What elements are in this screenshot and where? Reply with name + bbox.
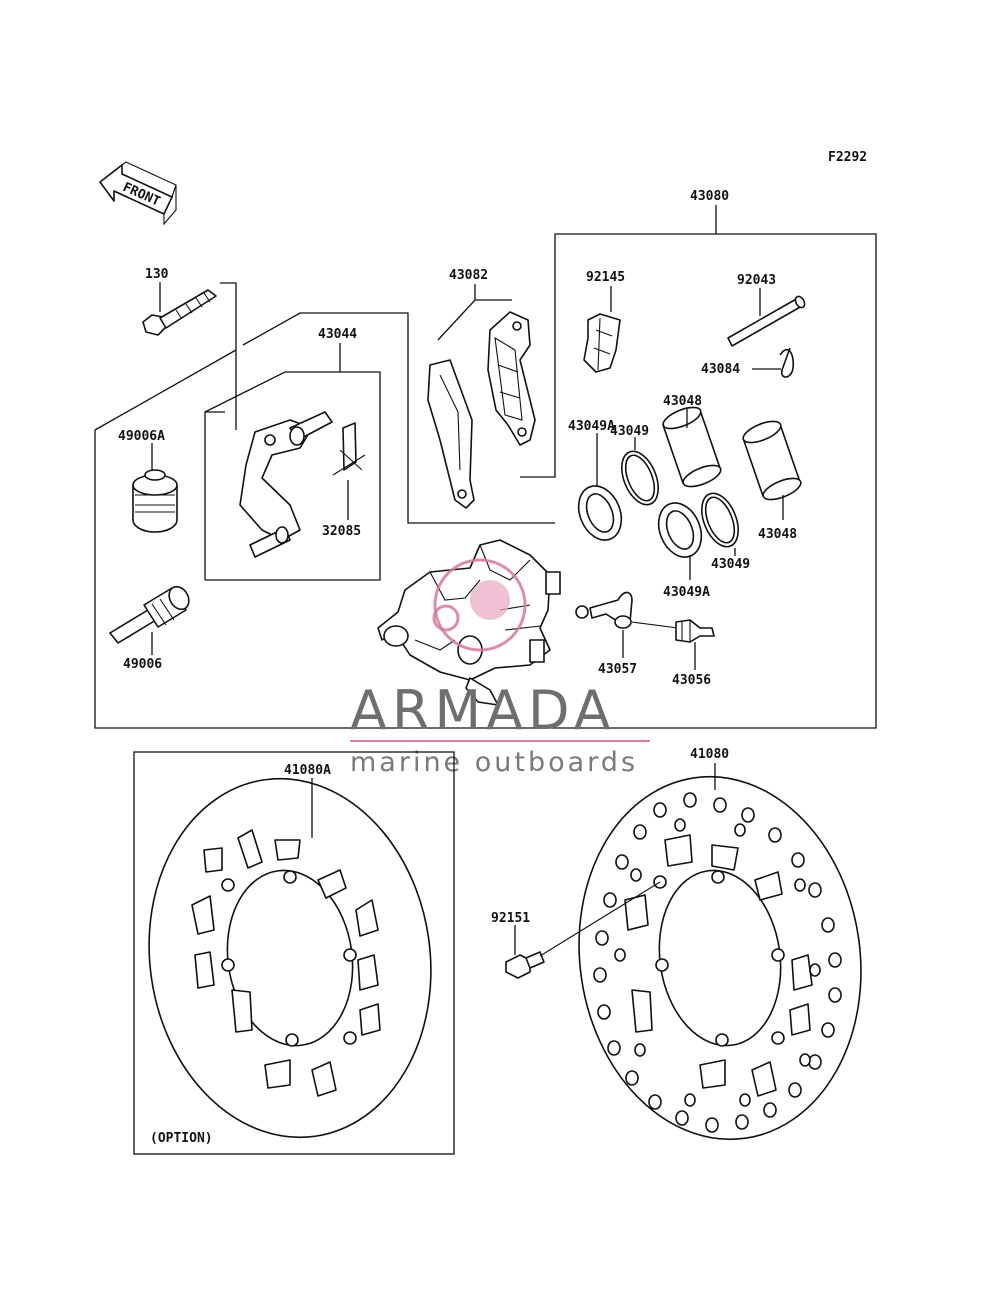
pad-pin-92043 xyxy=(727,295,806,347)
caliper-body xyxy=(377,539,561,706)
front-arrow-icon: FRONT xyxy=(99,161,177,226)
pin-clip-43084 xyxy=(779,347,795,378)
bolt-130 xyxy=(142,289,217,336)
label-43057: 43057 xyxy=(598,662,637,677)
caliper-bracket xyxy=(239,411,333,558)
bracket-group-box xyxy=(204,371,381,581)
label-43049-bottom: 43049 xyxy=(711,557,750,572)
label-92145: 92145 xyxy=(586,270,625,285)
dust-seal-43049A-left xyxy=(577,485,623,541)
label-32085: 32085 xyxy=(322,524,361,539)
option-label: (OPTION) xyxy=(150,1131,213,1146)
disc-bolt-92151 xyxy=(505,881,661,979)
seal-43049-left xyxy=(621,450,659,506)
option-box xyxy=(133,751,455,1155)
bleeder-valve-43056 xyxy=(675,619,715,643)
piston-43048-left xyxy=(662,406,722,488)
boot-49006A xyxy=(132,469,178,533)
brake-pad-inner xyxy=(487,311,536,446)
brake-disc-41080 xyxy=(578,775,862,1141)
label-43084: 43084 xyxy=(701,362,740,377)
label-130: 130 xyxy=(145,267,169,282)
piston-43048-right xyxy=(742,420,802,501)
pin-49006 xyxy=(109,585,190,644)
label-49006A: 49006A xyxy=(118,429,165,444)
spring-clip-32085 xyxy=(332,422,366,476)
bleeder-43057 xyxy=(575,591,679,629)
label-92043: 92043 xyxy=(737,273,776,288)
label-43049-top: 43049 xyxy=(610,424,649,439)
caliper-assembly-outline xyxy=(94,233,877,729)
label-49006: 49006 xyxy=(123,657,162,672)
dust-seal-43049A-right xyxy=(657,502,703,558)
label-43080: 43080 xyxy=(690,189,729,204)
figure-code: F2292 xyxy=(828,150,867,165)
label-43048-bottom: 43048 xyxy=(758,527,797,542)
label-43049A-bottom: 43049A xyxy=(663,585,710,600)
label-41080: 41080 xyxy=(690,747,729,762)
brake-disc-41080A xyxy=(148,777,432,1139)
seal-43049-right xyxy=(701,492,739,548)
label-43049A-top: 43049A xyxy=(568,419,615,434)
label-92151: 92151 xyxy=(491,911,530,926)
watermark-brand: ARMADA xyxy=(350,679,616,742)
label-43056: 43056 xyxy=(672,673,711,688)
anti-rattle-spring-92145 xyxy=(583,313,621,373)
label-43048-top: 43048 xyxy=(663,394,702,409)
label-43044: 43044 xyxy=(318,327,357,342)
brake-pad-outer xyxy=(427,359,475,509)
watermark-logo-icon xyxy=(433,558,527,652)
label-41080A: 41080A xyxy=(284,763,331,778)
label-43082: 43082 xyxy=(449,268,488,283)
